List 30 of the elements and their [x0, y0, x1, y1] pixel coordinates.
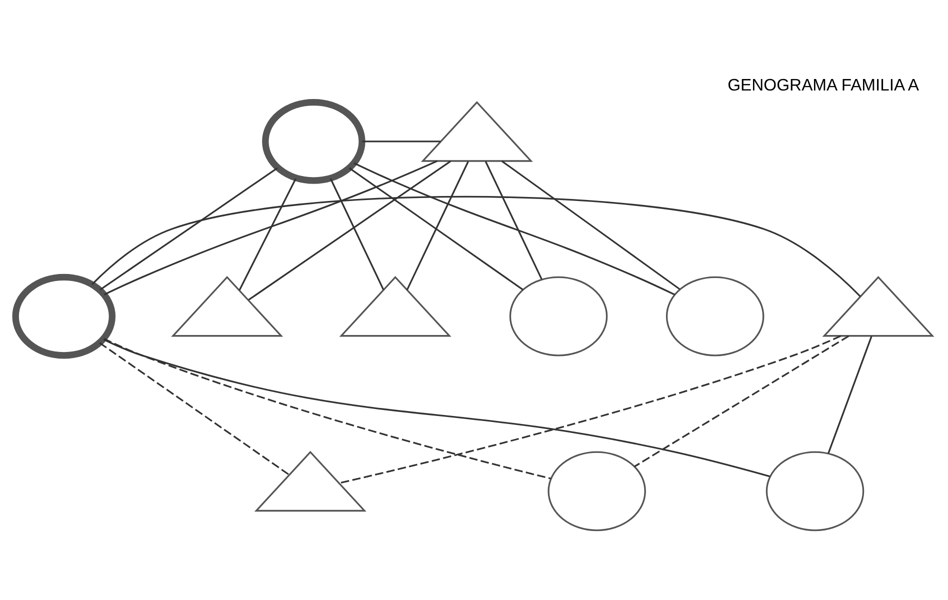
connector: [354, 162, 676, 295]
connector: [104, 337, 552, 479]
connector: [91, 195, 861, 297]
node-circle: [548, 450, 646, 531]
connector: [634, 334, 850, 467]
connector: [330, 178, 384, 290]
connector: [501, 160, 680, 290]
connector: [104, 160, 438, 295]
node-circle: [666, 276, 764, 356]
node-triangle: [171, 275, 284, 336]
connector: [238, 178, 296, 290]
connector: [348, 166, 524, 290]
connector: [406, 160, 469, 290]
node-circle: [766, 450, 864, 531]
connector: [484, 160, 542, 280]
connector: [103, 338, 770, 477]
node-circle: [262, 98, 366, 184]
node-circle: [509, 276, 608, 356]
connector: [248, 160, 452, 300]
connector: [338, 334, 842, 484]
node-triangle: [822, 275, 934, 336]
connector: [362, 140, 441, 142]
node-triangle: [339, 275, 452, 336]
connector: [99, 342, 290, 475]
connector: [828, 336, 872, 454]
diagram-title: GENOGRAMA FAMILIA A: [728, 75, 920, 94]
node-circle: [12, 273, 116, 358]
node-triangle: [420, 100, 533, 162]
connector: [100, 166, 278, 290]
node-triangle: [254, 450, 366, 512]
